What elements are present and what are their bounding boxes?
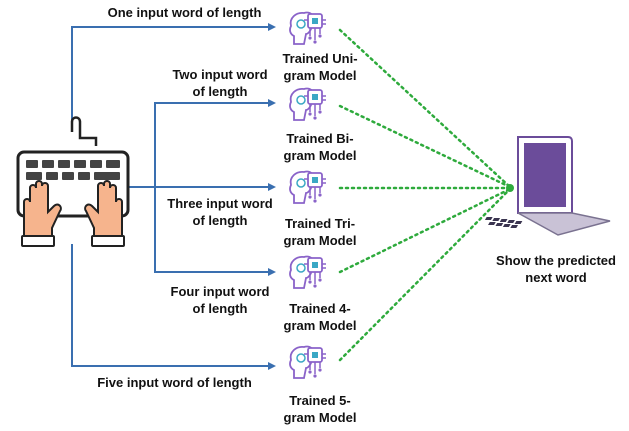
model-label-bigram: Trained Bi- gram Model	[283, 131, 357, 163]
arrowhead-unigram	[268, 23, 276, 31]
arrowhead-bigram	[268, 99, 276, 107]
ai-brain-head-icon-4gram	[289, 255, 326, 289]
connector-5gram	[71, 244, 270, 367]
model-label-5gram: Trained 5- gram Model	[283, 393, 357, 425]
arrowhead-4gram	[268, 268, 276, 276]
model-output-links	[338, 28, 512, 362]
input-connectors	[71, 26, 270, 367]
keyboard-hands-icon	[16, 116, 130, 247]
ai-brain-head-icon-5gram	[289, 345, 326, 379]
output-junction-dot	[506, 184, 514, 192]
model-label-trigram: Trained Tri- gram Model	[283, 216, 357, 248]
connector-bigram	[125, 102, 270, 188]
input-label-4gram: Four input word of length	[170, 284, 270, 316]
link-unigram	[338, 28, 512, 189]
ai-brain-head-icon-trigram	[289, 170, 326, 204]
link-4gram	[338, 187, 512, 274]
ai-brain-head-icon-bigram	[289, 87, 326, 121]
laptop-icon	[484, 136, 611, 236]
input-label-trigram: Three input word of length	[167, 196, 273, 228]
model-label-unigram: Trained Uni- gram Model	[282, 51, 358, 83]
model-label-4gram: Trained 4- gram Model	[283, 301, 357, 333]
input-label-unigram: One input word of length	[107, 5, 262, 20]
arrowhead-trigram	[268, 183, 276, 191]
input-label-bigram: Two input word of length	[172, 67, 268, 99]
link-bigram	[338, 104, 512, 189]
connector-4gram	[154, 187, 270, 273]
model-icons	[289, 11, 326, 379]
connector-arrowheads	[268, 23, 276, 370]
arrowhead-5gram	[268, 362, 276, 370]
output-label: Show the predicted next word	[496, 253, 616, 285]
connector-unigram	[71, 26, 270, 132]
link-5gram	[338, 187, 512, 362]
ai-brain-head-icon-unigram	[289, 11, 326, 45]
input-label-5gram: Five input word of length	[97, 375, 252, 390]
